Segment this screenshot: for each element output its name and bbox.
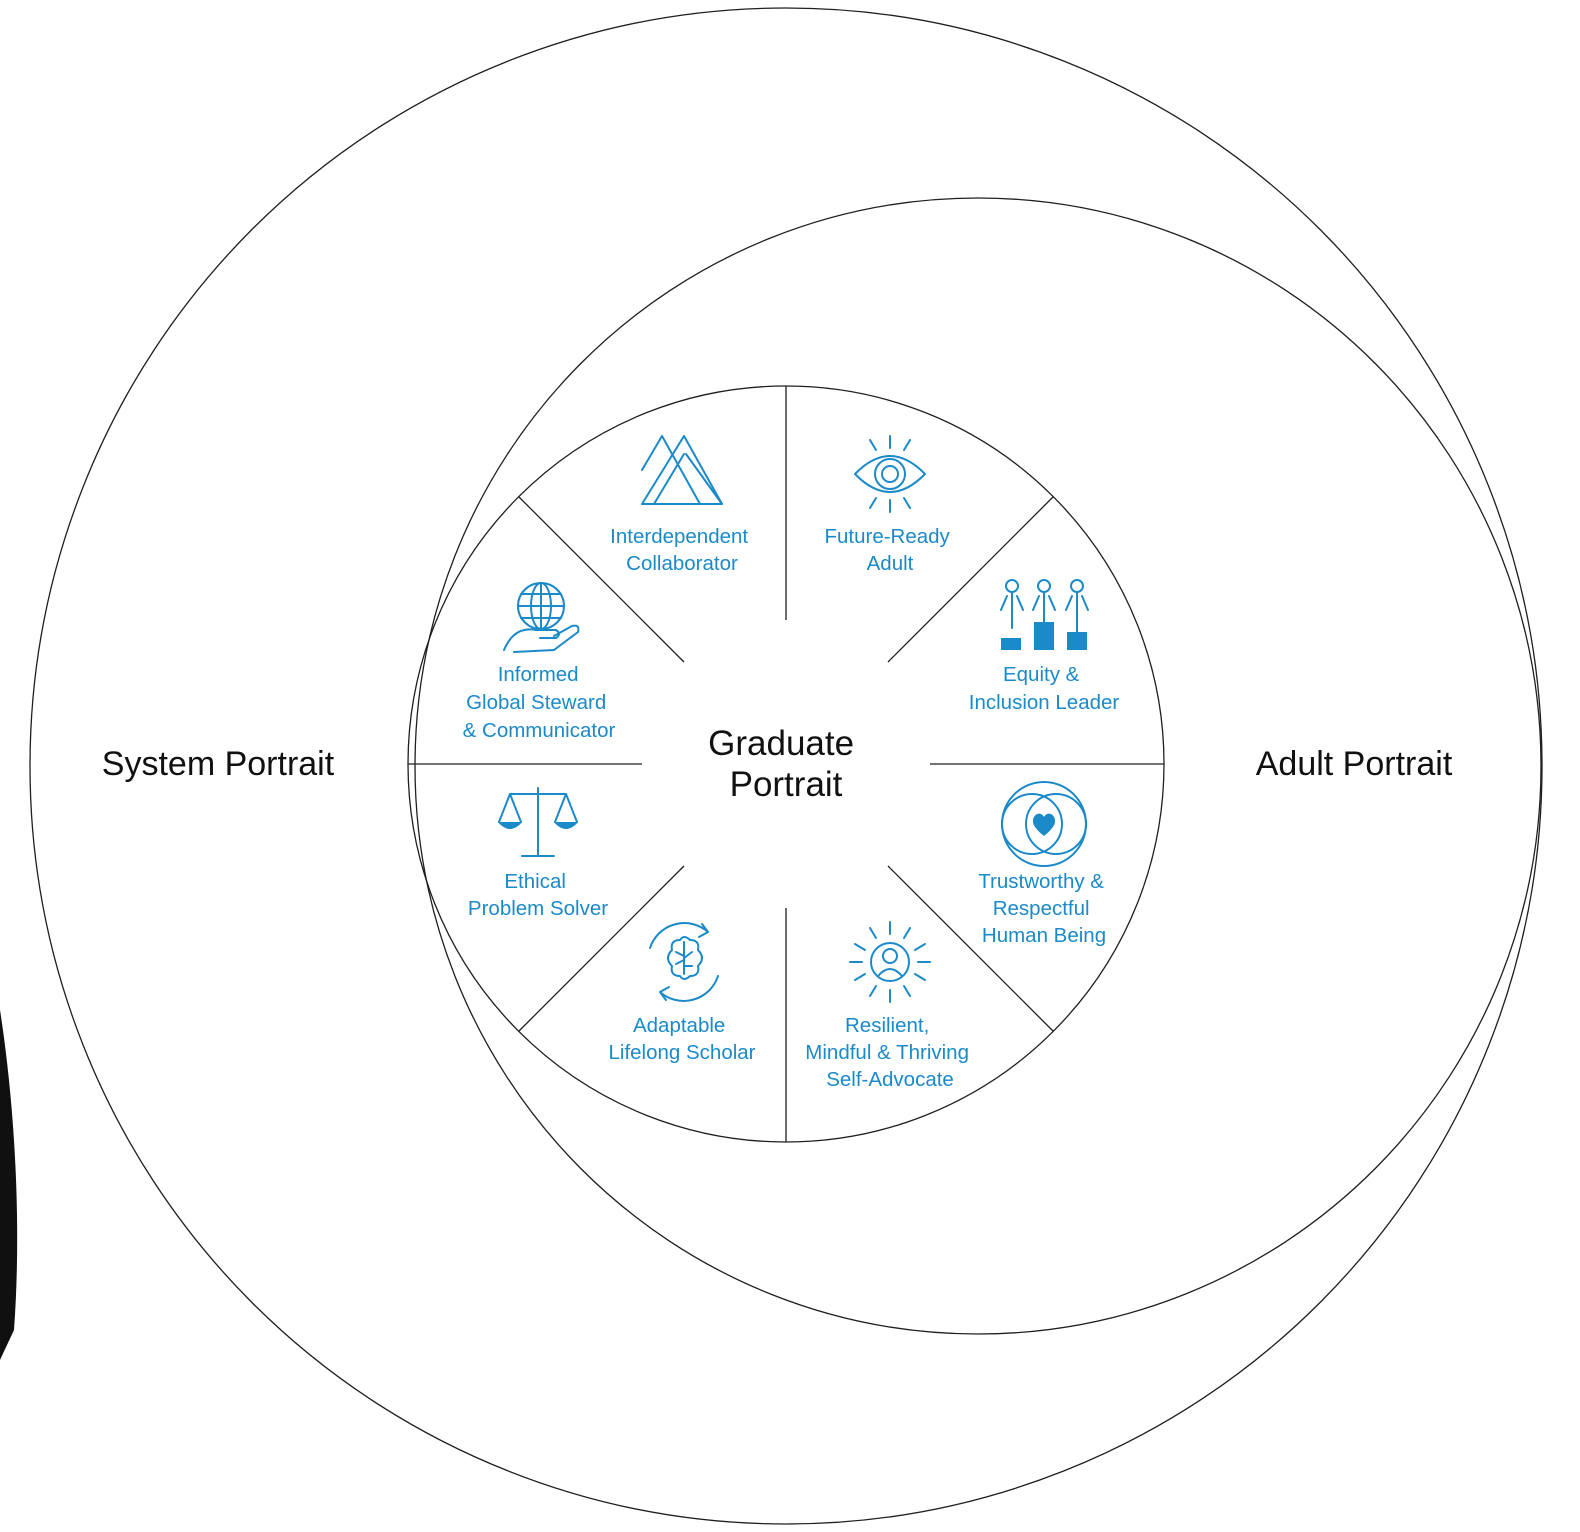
center-line-2: Portrait — [730, 765, 843, 804]
segment-label-line: Adult — [867, 552, 914, 575]
segment-label-line: Problem Solver — [468, 897, 608, 920]
eye-icon — [854, 435, 926, 513]
segment-label: Equity & Inclusion Leader — [969, 663, 1120, 714]
segment-label-line: Inclusion Leader — [969, 691, 1120, 714]
triangles-icon — [641, 435, 723, 505]
segment-label-line: Adaptable — [633, 1014, 725, 1037]
graduate-portrait-label: Graduate Portrait — [708, 724, 864, 804]
segment-label-line: Equity & — [1003, 663, 1080, 686]
system-portrait-circle — [29, 7, 1543, 1525]
segment-label-line: Lifelong Scholar — [608, 1041, 755, 1064]
scales-icon — [498, 787, 578, 857]
center-line-1: Graduate — [708, 724, 854, 763]
segment-ethical-problem-solver: Ethical Problem Solver — [468, 787, 608, 920]
segment-trustworthy-respectful: Trustworthy & Respectful Human Being — [978, 781, 1109, 947]
segment-label-line: Interdependent — [610, 525, 748, 548]
segment-label-line: Future-Ready — [824, 525, 950, 548]
segment-label-line: Ethical — [504, 870, 566, 893]
divider-line — [887, 865, 1054, 1032]
segment-label-line: Respectful — [993, 897, 1090, 920]
segment-label-line: Collaborator — [626, 552, 738, 575]
segment-interdependent-collaborator: Interdependent Collaborator — [610, 435, 754, 575]
people-equity-icon — [1000, 579, 1089, 650]
segment-adaptable-lifelong-scholar: Adaptable Lifelong Scholar — [608, 922, 756, 1064]
segment-label: Resilient, Mindful & Thriving Self-Advoc… — [805, 1014, 974, 1091]
segment-equity-inclusion-leader: Equity & Inclusion Leader — [969, 579, 1120, 714]
brain-cycle-icon — [649, 922, 719, 1002]
segment-label: Informed Global Steward & Communicator — [463, 663, 616, 742]
segment-label-line: Global Steward — [466, 691, 606, 714]
segment-future-ready-adult: Future-Ready Adult — [824, 435, 955, 575]
segment-label-line: Self-Advocate — [826, 1068, 954, 1091]
segment-informed-global-steward: Informed Global Steward & Communicator — [463, 582, 616, 742]
segment-label-line: Human Being — [982, 924, 1106, 947]
adult-portrait-label: Adult Portrait — [1256, 745, 1453, 783]
divider-line — [518, 865, 685, 1032]
segment-label: Trustworthy & Respectful Human Being — [978, 870, 1109, 947]
segment-label-line: Mindful & Thriving — [805, 1041, 969, 1064]
segment-label: Future-Ready Adult — [824, 525, 955, 575]
heart-circles-icon — [1001, 781, 1087, 867]
divider-line — [518, 496, 685, 663]
divider-line — [887, 496, 1054, 663]
segment-resilient-self-advocate: Resilient, Mindful & Thriving Self-Advoc… — [805, 921, 974, 1091]
globe-hand-icon — [503, 582, 580, 653]
segment-label: Interdependent Collaborator — [610, 525, 754, 575]
segment-label: Adaptable Lifelong Scholar — [608, 1014, 755, 1064]
segment-label-line: Resilient, — [845, 1014, 929, 1037]
system-portrait-label: System Portrait — [102, 745, 335, 783]
sun-person-icon — [849, 921, 931, 1003]
adult-portrait-circle — [414, 197, 1542, 1335]
segment-label-line: Trustworthy & — [978, 870, 1104, 893]
segment-label-line: & Communicator — [463, 719, 616, 742]
segment-label: Ethical Problem Solver — [468, 870, 608, 920]
dark-edge-shape — [0, 1010, 18, 1360]
segment-label-line: Informed — [498, 663, 579, 686]
